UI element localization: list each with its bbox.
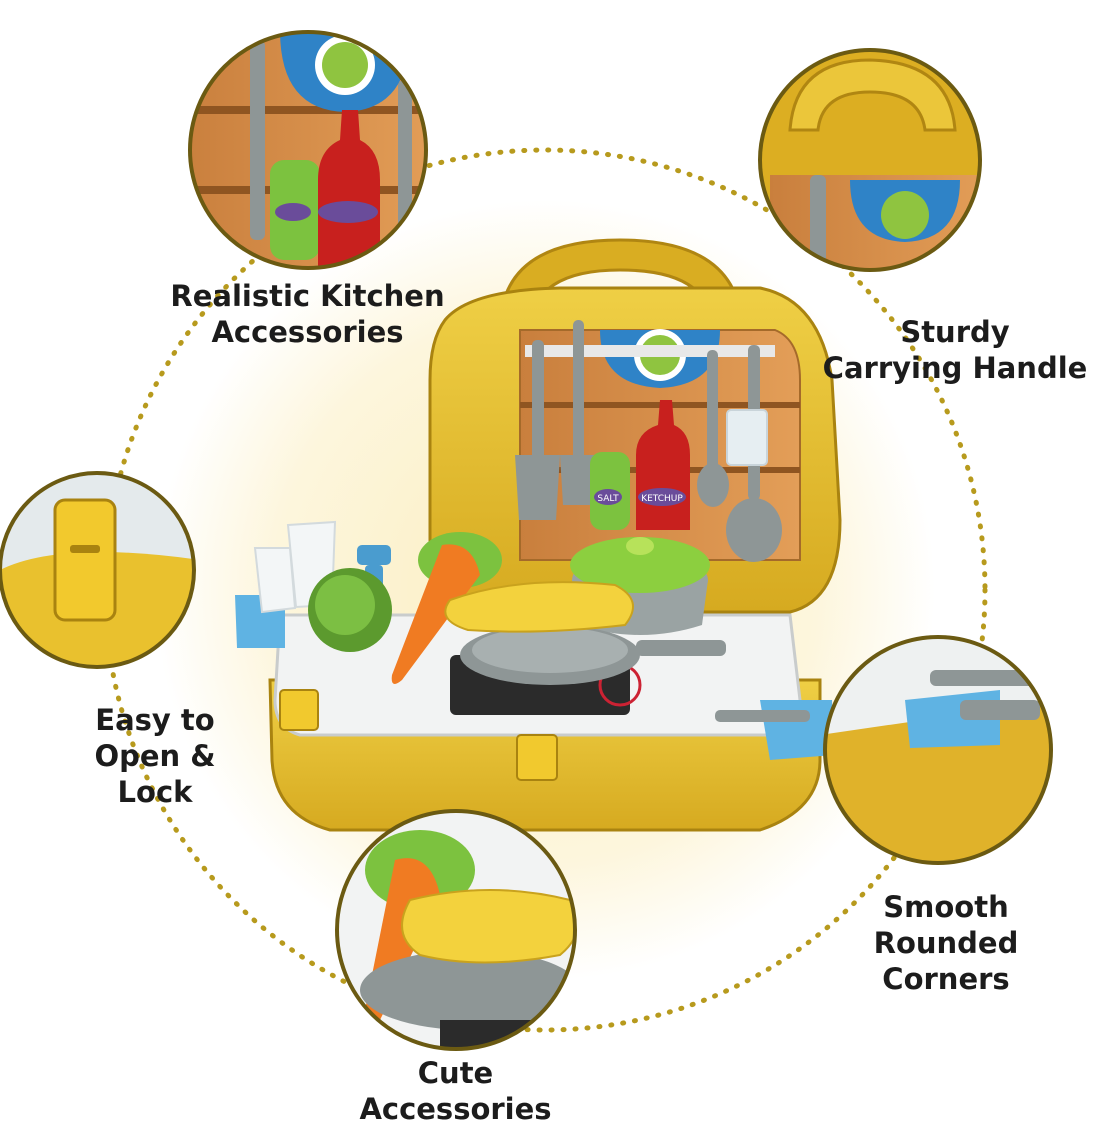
inset-border-top-right [758,48,982,272]
inset-border-left [0,471,196,669]
product-illustration: SALT KETCHUP [0,30,1053,1051]
ketchup-label: KETCHUP [641,494,683,504]
inset-border-bottom [335,809,577,1051]
inset-realistic-accessories [190,32,426,268]
inset-border-top-left [188,30,428,270]
inset-open-lock [0,473,194,667]
feature-label-cute: Cute Accessories [359,1056,552,1126]
inset-cute-accessories [337,811,575,1049]
feature-label-corners: Smooth Rounded Corners [873,890,1019,996]
salt-label: SALT [597,494,619,504]
feature-label-handle: Sturdy Carrying Handle [822,315,1088,385]
feature-label-realistic: Realistic Kitchen Accessories [170,279,445,349]
feature-label-open-lock: Easy to Open & Lock [94,703,216,809]
main-kitchen-case: SALT KETCHUP [235,238,842,832]
inset-carrying-handle [760,50,980,270]
inset-rounded-corners [825,637,1051,863]
inset-border-right [823,635,1053,865]
